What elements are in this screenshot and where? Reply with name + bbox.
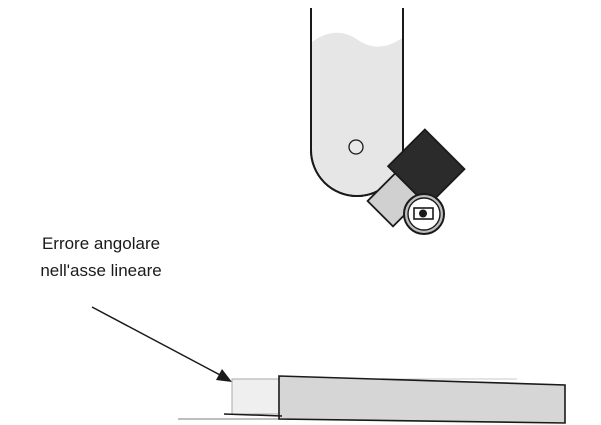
tilted-slide-block (278, 375, 566, 424)
angle-reference-line (223, 413, 283, 417)
pivot-pin-icon (348, 139, 364, 155)
annotation-line-2: nell'asse lineare (40, 261, 162, 280)
annotation-line-1: Errore angolare (41, 234, 161, 253)
probe-head-icon (366, 128, 466, 228)
reference-block (231, 378, 283, 415)
annotation-arrow (91, 306, 232, 382)
probe-assembly (310, 8, 466, 235)
probe-fluid (312, 32, 402, 195)
annotation-label: Errore angolare nell'asse lineare (6, 230, 196, 284)
probe-sensor-icon (403, 193, 445, 235)
linear-axis (178, 375, 566, 424)
